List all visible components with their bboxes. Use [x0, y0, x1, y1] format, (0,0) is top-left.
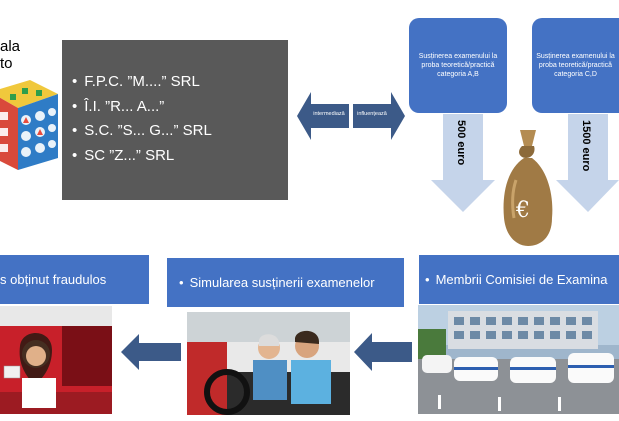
banner-simulation: Simularea susținerii examenelor — [167, 258, 404, 307]
double-arrow: intermediază influențează — [297, 92, 405, 140]
school-item: Î.I. ”R... A...” — [72, 95, 212, 120]
exam-box-cd: Susținerea examenului la proba teoretică… — [532, 18, 619, 113]
price-500-label: 500 euro — [455, 120, 467, 166]
down-arrow-1500: 1500 euro — [556, 114, 619, 212]
exam-box-ab: Susținerea examenului la proba teoretică… — [409, 18, 507, 113]
driving-schools-list: F.P.C. ”M....” SRL Î.I. ”R... A...” S.C.… — [72, 70, 212, 168]
banner-fraud-result-text: s obținut fraudulos — [0, 272, 107, 287]
banner-commission: Membrii Comisiei de Examina — [419, 255, 619, 304]
right-arrow-shape — [353, 92, 405, 140]
euro-symbol: € — [516, 198, 530, 223]
exam-box-cd-text: Susținerea examenului la proba teoretică… — [536, 53, 615, 78]
photo-driving-lesson — [187, 312, 350, 415]
banner-fraud-result: s obținut fraudulos — [0, 255, 149, 304]
banner-simulation-text: Simularea susținerii examenelor — [179, 275, 375, 290]
photo-woman-with-license — [0, 306, 112, 414]
arrow-label-influences: influențează — [357, 111, 387, 117]
school-item: F.P.C. ”M....” SRL — [72, 70, 212, 95]
banner-commission-text: Membrii Comisiei de Examina — [425, 272, 608, 287]
driving-schools-box: F.P.C. ”M....” SRL Î.I. ”R... A...” S.C.… — [62, 40, 288, 200]
arrow-label-intermediates: intermediază — [313, 111, 345, 117]
school-item: S.C. ”S... G...” SRL — [72, 119, 212, 144]
arrow-left-bottom-2 — [354, 333, 412, 371]
left-arrow-shape — [297, 92, 349, 140]
school-item: SC ”Z...” SRL — [72, 144, 212, 169]
money-bag-icon: € — [502, 126, 554, 248]
down-arrow-500: 500 euro — [431, 114, 495, 212]
photo-exam-center-cars — [418, 305, 619, 414]
price-1500-label: 1500 euro — [580, 120, 592, 172]
exam-box-ab-text: Susținerea examenului la proba teoretică… — [418, 53, 498, 78]
school-title: ala to — [0, 38, 21, 72]
arrow-left-bottom-1 — [121, 334, 181, 370]
traffic-sign-cube-image — [0, 72, 58, 172]
